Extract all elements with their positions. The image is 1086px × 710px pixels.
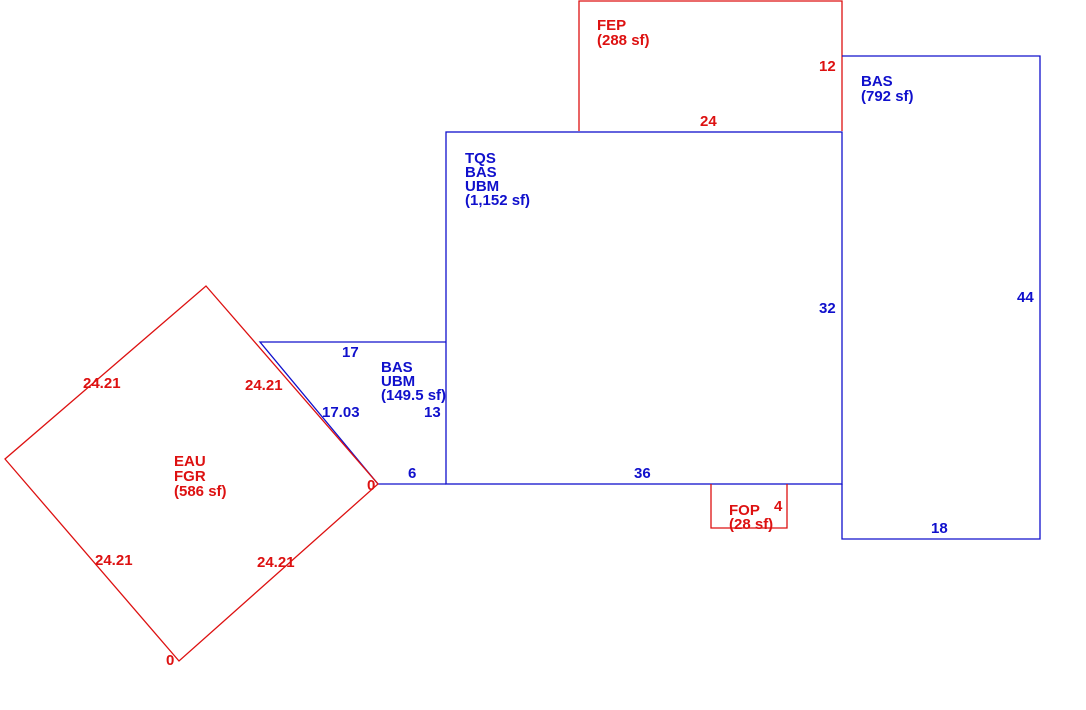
fep-outline [578, 0, 843, 131]
dim-garage-corner-right: 0 [367, 477, 375, 494]
fep-area-label: FEP (288 sf) [597, 17, 650, 49]
small-area-label: BAS UBM (149.5 sf) [381, 359, 446, 404]
dim-right-height: 44 [1017, 289, 1034, 306]
dim-small-height: 13 [424, 404, 441, 421]
garage-area-label: EAU FGR (586 sf) [174, 453, 227, 500]
garage-outline [4, 285, 379, 662]
fop-outline [710, 484, 788, 529]
dim-small-bottom: 6 [408, 465, 416, 482]
dim-main-width: 36 [634, 465, 651, 482]
main-area-label: TQS BAS UBM (1,152 sf) [465, 150, 530, 209]
dim-garage-upper-left: 24.21 [83, 375, 121, 392]
small-area-outline [258, 341, 446, 485]
bas-right-area-label: BAS (792 sf) [861, 73, 914, 105]
dim-garage-corner-bottom: 0 [166, 652, 174, 669]
dim-small-diag: 17.03 [322, 404, 360, 421]
main-area-outline [445, 131, 843, 485]
dim-right-width: 18 [931, 520, 948, 537]
fop-area-label: FOP (28 sf) [729, 502, 773, 533]
dim-fep-width: 24 [700, 113, 717, 130]
dim-fep-top: 12 [819, 58, 836, 75]
dim-garage-lower-right: 24.21 [257, 554, 295, 571]
dim-garage-lower-left: 24.21 [95, 552, 133, 569]
dim-fop-depth: 4 [774, 498, 783, 515]
dim-garage-upper-right: 24.21 [245, 377, 283, 394]
bas-right-outline [841, 55, 1041, 540]
dim-main-height: 32 [819, 300, 836, 317]
dim-small-top: 17 [342, 344, 359, 361]
